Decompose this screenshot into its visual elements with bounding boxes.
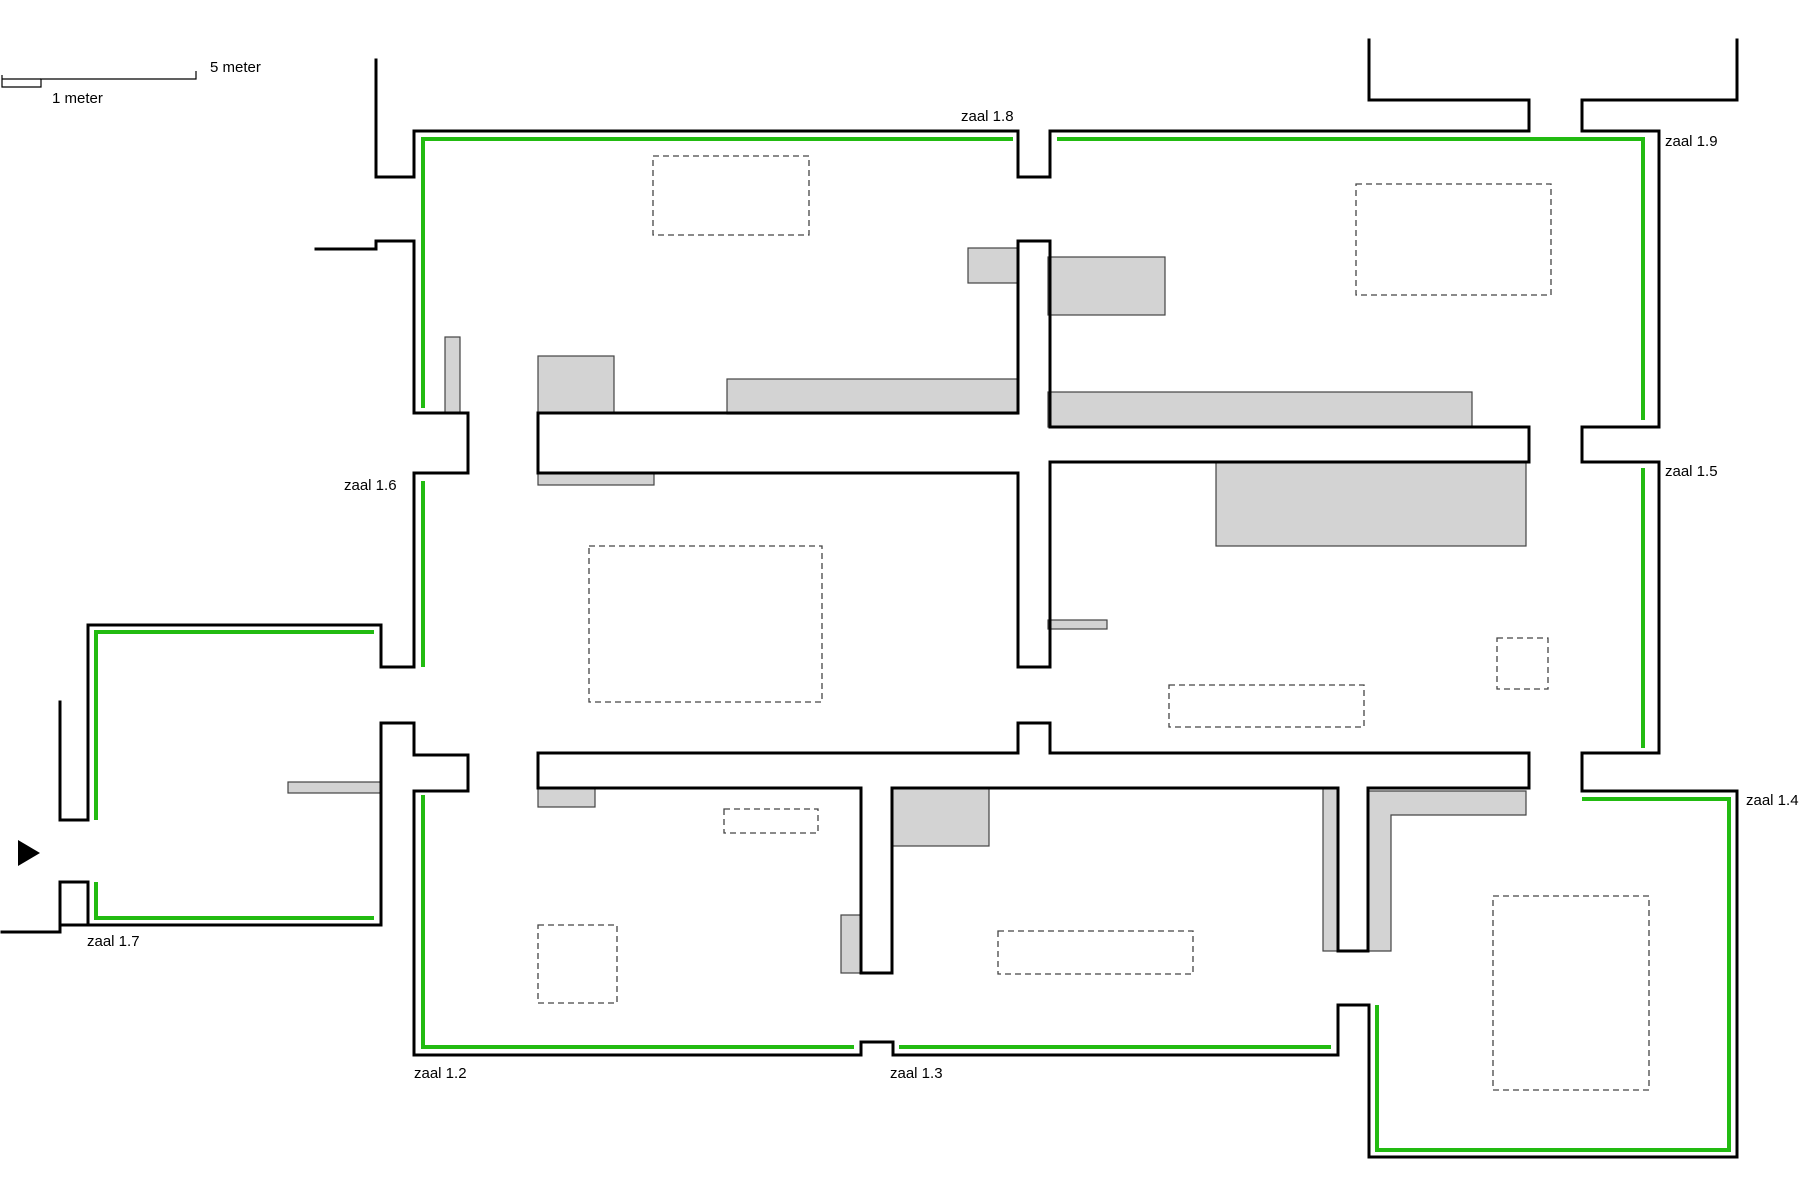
display-case [1047, 391, 1473, 428]
display-case [537, 355, 615, 414]
display-case [891, 787, 990, 847]
display-case [444, 336, 461, 414]
floor-marking [588, 545, 823, 703]
display-case [840, 914, 862, 974]
floor-marking [652, 155, 810, 236]
accent-wall [421, 795, 854, 1049]
display-case [537, 787, 596, 808]
scale-bar: 5 meter 1 meter [1, 59, 261, 107]
floor-marking [1496, 637, 1549, 690]
wall [58, 239, 470, 822]
room-label-1-4: zaal 1.4 [1746, 792, 1799, 809]
floor-marking [1492, 895, 1650, 1091]
wall [58, 98, 1739, 1159]
wall [536, 239, 1531, 669]
display-case [967, 247, 1019, 284]
wall [1580, 38, 1739, 102]
play-arrow-icon [18, 840, 40, 866]
room-label-1-9: zaal 1.9 [1665, 133, 1718, 150]
display-case [1322, 787, 1339, 952]
wall [0, 880, 62, 934]
scale-label-5m: 5 meter [210, 59, 261, 76]
display-case [287, 781, 382, 794]
room-label-1-6: zaal 1.6 [344, 477, 397, 494]
display-cases [287, 247, 1527, 974]
display-case [1215, 461, 1527, 547]
room-label-1-8: zaal 1.8 [961, 108, 1014, 125]
room-labels: zaal 1.8 zaal 1.9 zaal 1.6 zaal 1.5 zaal… [87, 108, 1799, 1082]
scale-label-1m: 1 meter [52, 90, 103, 107]
walls [0, 38, 1739, 1159]
display-case [1047, 256, 1166, 316]
wall [374, 58, 1531, 179]
display-case [726, 378, 1019, 415]
accent-wall [421, 137, 1013, 408]
floor-markings [537, 155, 1650, 1091]
accent-wall [94, 882, 374, 920]
floor-marking [1355, 183, 1552, 296]
room-label-1-2: zaal 1.2 [414, 1065, 467, 1082]
floor-marking [1168, 684, 1365, 728]
accent-wall [1375, 797, 1731, 1152]
accent-wall [94, 630, 374, 820]
room-label-1-3: zaal 1.3 [890, 1065, 943, 1082]
room-label-1-7: zaal 1.7 [87, 933, 140, 950]
display-case [1047, 619, 1108, 630]
room-label-1-5: zaal 1.5 [1665, 463, 1718, 480]
floor-marking [537, 924, 618, 1004]
floor-marking [997, 930, 1194, 975]
accent-wall [1057, 137, 1645, 420]
accent-walls [94, 137, 1731, 1152]
display-case [537, 472, 655, 486]
floor-marking [723, 808, 819, 834]
display-case [1367, 790, 1527, 952]
wall [1367, 38, 1531, 102]
wall [536, 721, 1531, 975]
